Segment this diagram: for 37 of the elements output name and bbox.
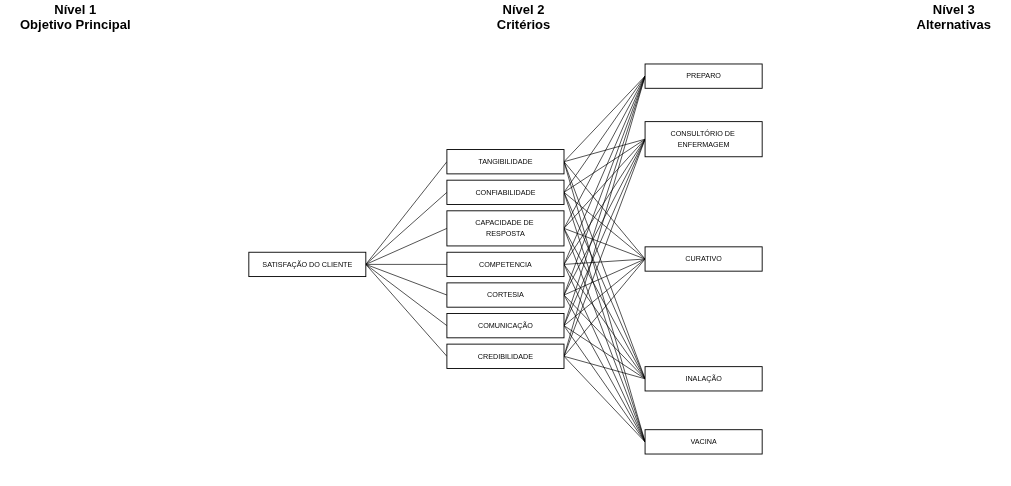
connector	[365, 264, 448, 326]
connector	[563, 138, 646, 193]
connector	[365, 192, 448, 265]
connector	[365, 264, 448, 357]
connector	[365, 264, 448, 265]
level-title: Alternativas	[916, 17, 991, 32]
connector	[563, 325, 646, 443]
level-title: Objetivo Principal	[20, 17, 131, 32]
connector	[563, 264, 646, 380]
connector	[563, 228, 646, 260]
connector	[563, 355, 646, 443]
connector	[563, 325, 646, 380]
connector	[563, 258, 646, 357]
level-title: Critérios	[496, 17, 551, 32]
connector	[365, 264, 448, 296]
connector	[563, 192, 646, 260]
connector	[563, 264, 646, 443]
connector	[563, 75, 646, 229]
level-label: Nível 1	[53, 2, 98, 17]
connector	[563, 228, 646, 380]
connector	[563, 75, 646, 193]
connector	[563, 138, 646, 163]
level-label: Nível 2	[501, 2, 546, 17]
connector	[563, 294, 646, 443]
connector	[365, 161, 448, 265]
level-label: Nível 3	[931, 2, 976, 17]
connector	[563, 258, 646, 326]
connector	[563, 138, 646, 296]
connector	[365, 228, 448, 265]
connector	[563, 258, 646, 296]
connector	[563, 294, 646, 380]
connector	[563, 75, 646, 163]
connector	[563, 258, 646, 265]
connector	[563, 161, 646, 260]
connector	[563, 138, 646, 229]
connector	[563, 355, 646, 380]
connector	[563, 138, 646, 265]
